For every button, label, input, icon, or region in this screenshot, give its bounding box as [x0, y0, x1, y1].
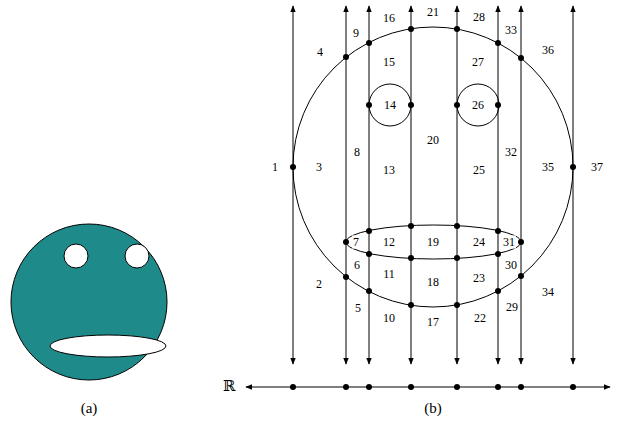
- face-number: 9: [352, 27, 360, 40]
- panel-label: (a): [80, 400, 99, 417]
- axis-label: ℝ: [222, 378, 236, 395]
- face-number: 32: [504, 146, 518, 159]
- vertex-dots: [290, 26, 576, 390]
- face-number: 13: [382, 164, 396, 177]
- face-number: 26: [471, 99, 485, 112]
- face-number: 10: [382, 312, 396, 325]
- face-number: 19: [426, 236, 440, 249]
- panel-label: (b): [423, 400, 443, 417]
- face-number: 36: [541, 44, 555, 57]
- face-number: 34: [541, 286, 555, 299]
- face-number: 31: [502, 236, 516, 249]
- decomposition: [246, 6, 610, 387]
- face-number: 33: [504, 24, 518, 37]
- face-figure: [11, 224, 167, 380]
- face-number: 28: [472, 11, 486, 24]
- face-number: 21: [426, 6, 440, 19]
- face-number: 22: [473, 312, 487, 325]
- face-number: 11: [382, 268, 396, 281]
- face-number: 14: [383, 99, 397, 112]
- face-number: 12: [382, 236, 396, 249]
- face-number: 7: [352, 236, 360, 249]
- face-number: 20: [426, 134, 440, 147]
- face-number: 23: [472, 272, 486, 285]
- face-number: 29: [505, 301, 519, 314]
- face-number: 16: [382, 12, 396, 25]
- face-number: 24: [472, 236, 486, 249]
- face-number: 6: [353, 259, 361, 272]
- face-number: 4: [316, 46, 324, 59]
- face-number: 35: [541, 161, 555, 174]
- face-number: 3: [315, 161, 323, 174]
- face-number: 37: [590, 161, 604, 174]
- face-number: 17: [426, 316, 440, 329]
- face-number: 30: [504, 259, 518, 272]
- face-number: 8: [353, 146, 361, 159]
- face-number: 5: [354, 302, 362, 315]
- face-number: 1: [271, 161, 279, 174]
- face-number: 15: [382, 56, 396, 69]
- face-number: 27: [471, 56, 485, 69]
- face-number: 25: [472, 164, 486, 177]
- face-number: 2: [315, 278, 323, 291]
- face-number: 18: [426, 276, 440, 289]
